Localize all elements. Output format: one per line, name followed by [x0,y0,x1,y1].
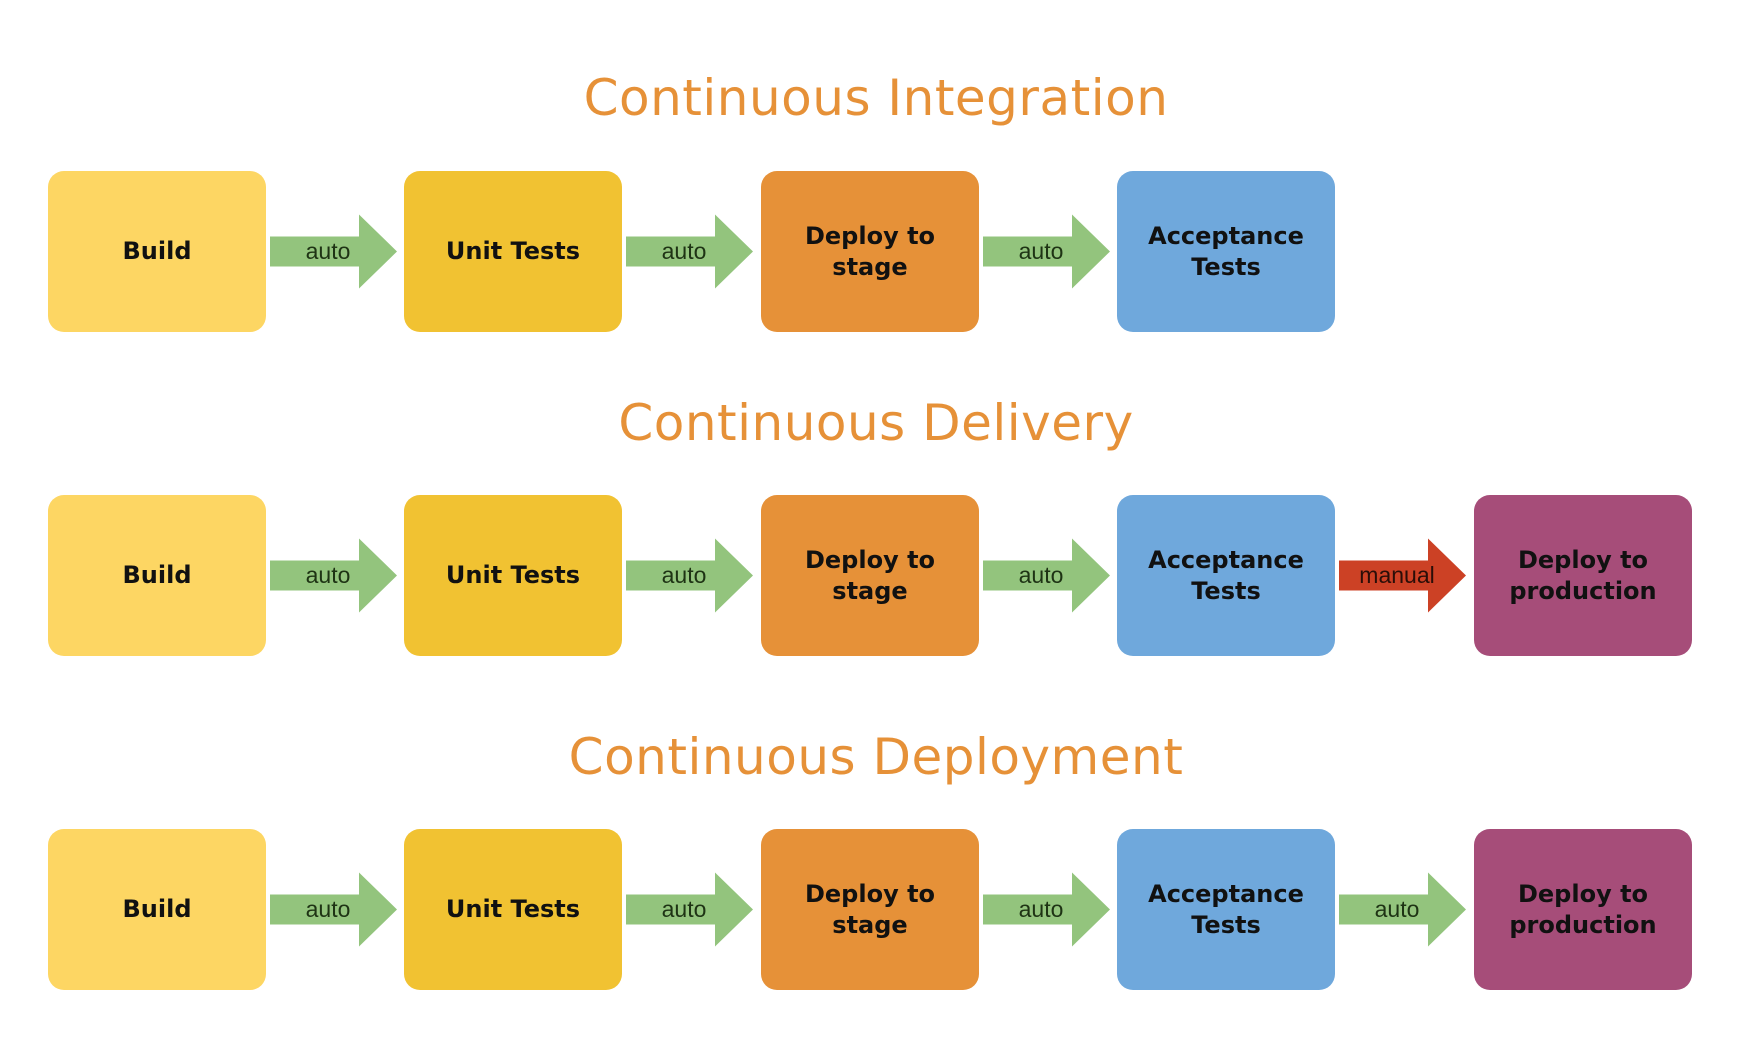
section-title-continuous-delivery: Continuous Delivery [618,394,1134,452]
stage-label: Deploy to stage [804,221,936,281]
arrow-shape [1339,538,1466,613]
arrow-right-green-icon [983,214,1110,289]
transition-arrow-auto: auto [626,495,754,656]
stage-acceptance-tests: Acceptance Tests [1117,171,1335,332]
stage-label: Acceptance Tests [1148,545,1304,605]
arrow-right-green-icon [983,872,1110,947]
stage-build: Build [48,495,266,656]
section-title-continuous-deployment: Continuous Deployment [568,728,1184,786]
stage-unit-tests: Unit Tests [404,495,622,656]
stage-acceptance-tests: Acceptance Tests [1117,829,1335,990]
arrow-shape [983,214,1110,289]
section-title-continuous-integration: Continuous Integration [583,69,1169,127]
arrow-right-green-icon [626,872,753,947]
transition-label: auto [1018,562,1064,588]
stage-label: Deploy to stage [804,545,936,605]
transition-label: auto [661,896,707,922]
transition-arrow-auto: auto [983,495,1111,656]
arrow-shape [270,538,397,613]
arrow-right-green-icon [626,538,753,613]
pipeline-continuous-deployment: Build auto Unit Tests auto Deploy to sta… [0,829,1752,990]
transition-arrow-auto: auto [270,495,398,656]
transition-label: auto [661,238,707,264]
arrow-shape [1339,872,1466,947]
transition-label: auto [305,896,351,922]
arrow-shape [270,872,397,947]
arrow-shape [626,872,753,947]
transition-label: auto [1018,896,1064,922]
transition-arrow-auto: auto [270,829,398,990]
stage-label: Deploy to stage [804,879,936,939]
stage-label: Acceptance Tests [1148,221,1304,281]
transition-arrow-auto: auto [983,171,1111,332]
stage-unit-tests: Unit Tests [404,829,622,990]
transition-arrow-auto: auto [1339,829,1467,990]
stage-label: Build [122,895,192,923]
transition-arrow-auto: auto [983,829,1111,990]
stage-build: Build [48,829,266,990]
stage-label: Build [122,237,192,265]
stage-label: Unit Tests [445,895,581,923]
stage-acceptance-tests: Acceptance Tests [1117,495,1335,656]
arrow-right-green-icon [1339,872,1466,947]
transition-arrow-manual: manual [1339,495,1467,656]
stage-unit-tests: Unit Tests [404,171,622,332]
arrow-right-green-icon [270,538,397,613]
stage-deploy-to-stage: Deploy to stage [761,495,979,656]
stage-label: Build [122,561,192,589]
transition-label: manual [1359,562,1435,588]
arrow-right-green-icon [626,214,753,289]
transition-label: auto [1018,238,1064,264]
arrow-right-red-icon [1339,538,1466,613]
transition-arrow-auto: auto [626,829,754,990]
transition-label: auto [305,562,351,588]
arrow-shape [626,538,753,613]
transition-arrow-auto: auto [270,171,398,332]
stage-label: Unit Tests [445,561,581,589]
stage-deploy-to-production: Deploy to production [1474,829,1692,990]
stage-build: Build [48,171,266,332]
transition-label: auto [661,562,707,588]
arrow-right-green-icon [270,214,397,289]
stage-deploy-to-production: Deploy to production [1474,495,1692,656]
stage-label: Unit Tests [445,237,581,265]
stage-label: Acceptance Tests [1148,879,1304,939]
stage-deploy-to-stage: Deploy to stage [761,171,979,332]
arrow-shape [270,214,397,289]
transition-label: auto [305,238,351,264]
arrow-shape [983,872,1110,947]
pipeline-continuous-delivery: Build auto Unit Tests auto Deploy to sta… [0,495,1752,656]
arrow-right-green-icon [983,538,1110,613]
transition-arrow-auto: auto [626,171,754,332]
arrow-shape [626,214,753,289]
pipeline-continuous-integration: Build auto Unit Tests auto Deploy to sta… [0,171,1752,332]
arrow-shape [983,538,1110,613]
stage-label: Deploy to production [1509,545,1657,605]
stage-label: Deploy to production [1509,879,1657,939]
transition-label: auto [1374,896,1420,922]
arrow-right-green-icon [270,872,397,947]
stage-deploy-to-stage: Deploy to stage [761,829,979,990]
